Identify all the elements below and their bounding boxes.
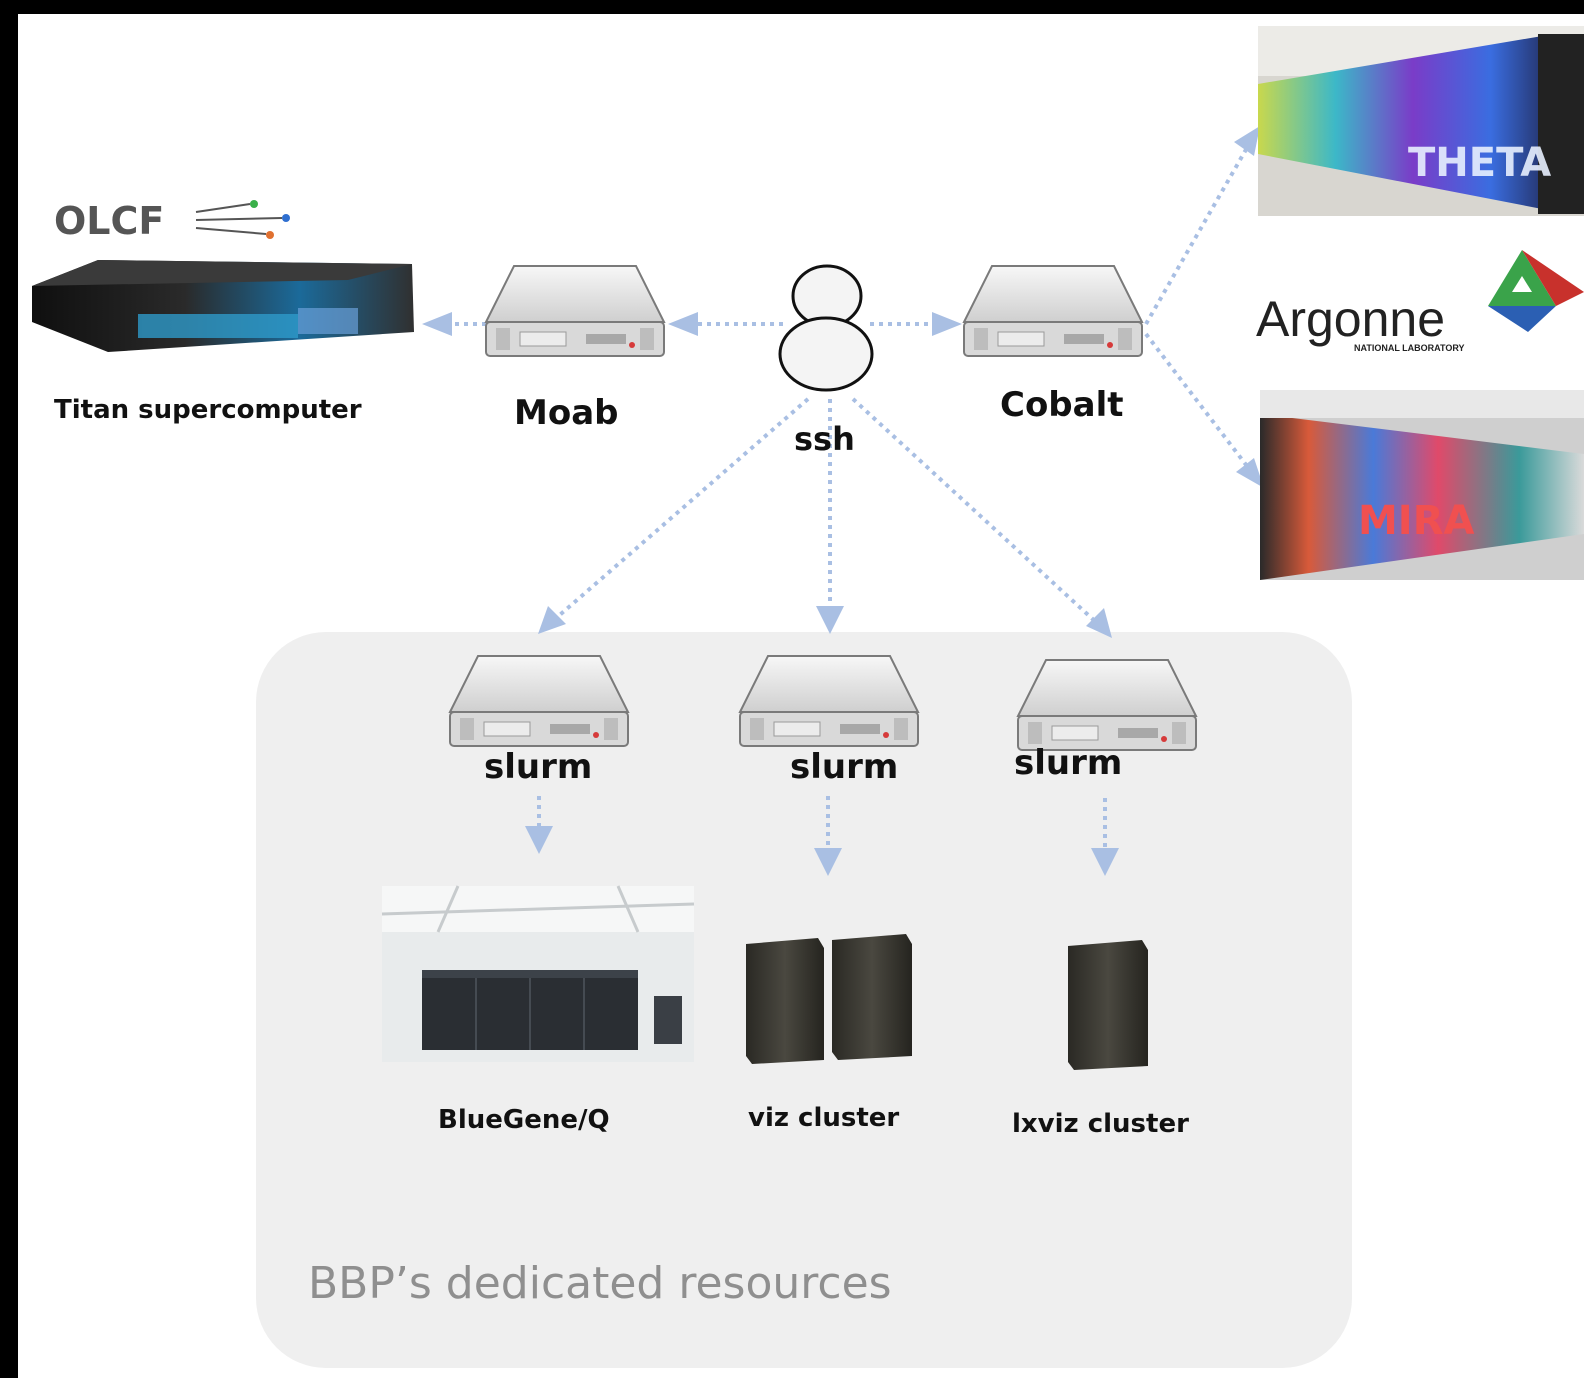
arrow-ssh-to-slurm-1: [552, 397, 810, 622]
moab-server-icon: [484, 265, 666, 357]
arrowhead-slurm-2: [816, 606, 844, 634]
arrowhead-slurm-1: [538, 606, 566, 634]
arrowhead-slurm-3: [1086, 608, 1112, 638]
arrowhead-viz: [814, 848, 842, 876]
arrow-heads: [422, 126, 1264, 876]
arrowhead-moab: [668, 312, 698, 336]
cobalt-server-icon: [962, 265, 1144, 357]
arrowhead-theta: [1234, 126, 1260, 156]
slurm-label-1: slurm: [484, 747, 592, 787]
viz-cluster-label: viz cluster: [748, 1103, 899, 1133]
bluegene-label: BlueGene/Q: [438, 1105, 610, 1135]
slurm-label-3: slurm: [1014, 743, 1122, 783]
arrowhead-lxviz: [1091, 848, 1119, 876]
viz-cluster-racks-icon: [746, 934, 912, 1064]
olcf-logo: OLCF: [54, 199, 290, 243]
argonne-logo: Argonne NATIONAL LABORATORY: [1256, 250, 1584, 353]
argonne-logo-subtext: NATIONAL LABORATORY: [1354, 343, 1465, 353]
lxviz-cluster-label: lxviz cluster: [1012, 1109, 1189, 1139]
arrow-cobalt-to-mira: [1144, 332, 1252, 472]
bluegene-image: [381, 885, 695, 1062]
arrowhead-cobalt: [932, 312, 962, 336]
moab-label: Moab: [514, 393, 618, 433]
region-caption: BBP’s dedicated resources: [308, 1258, 892, 1309]
theta-supercomputer-image: THETA: [1258, 26, 1584, 216]
titan-label: Titan supercomputer: [54, 395, 362, 425]
slurm-server-icon-2: [738, 655, 920, 747]
arrow-cobalt-to-theta: [1144, 145, 1250, 325]
slurm-label-2: slurm: [790, 747, 898, 787]
arrowhead-mira: [1236, 458, 1264, 488]
arrowhead-titan: [422, 312, 452, 336]
diagram-frame: OLCF THETA Argonne NATIONAL LABORATORY M…: [18, 14, 1584, 1378]
mira-label: MIRA: [1358, 498, 1474, 544]
person-icon: [778, 264, 874, 392]
theta-label: THETA: [1408, 140, 1551, 186]
mira-supercomputer-image: MIRA: [1260, 390, 1584, 580]
slurm-server-icon-3: [1016, 659, 1198, 751]
lxviz-cluster-rack-icon: [1068, 940, 1148, 1070]
arrowhead-bluegene: [525, 826, 553, 854]
argonne-logo-text: Argonne: [1256, 291, 1445, 347]
titan-supercomputer-image: [32, 260, 414, 352]
ssh-label: ssh: [794, 420, 855, 458]
connector-arrows: [446, 145, 1252, 850]
slurm-server-icon-1: [448, 655, 630, 747]
arrow-ssh-to-slurm-3: [851, 397, 1100, 626]
scheduler-diagram: OLCF THETA Argonne NATIONAL LABORATORY M…: [32, 26, 1584, 1368]
cobalt-label: Cobalt: [1000, 385, 1124, 425]
olcf-logo-text: OLCF: [54, 199, 164, 243]
